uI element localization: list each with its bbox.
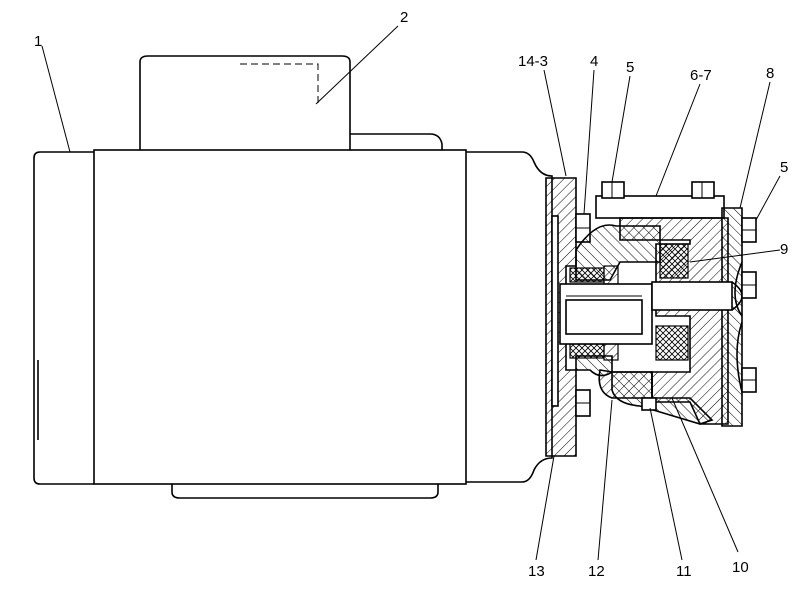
callout-6-7: 6-7 (690, 67, 712, 84)
callout-5-top: 5 (626, 59, 634, 76)
callout-14-3: 14-3 (518, 53, 548, 70)
flange-bolts (575, 213, 591, 417)
callout-2: 2 (400, 9, 408, 26)
callout-9: 9 (780, 241, 788, 258)
callout-8: 8 (766, 65, 774, 82)
callout-13: 13 (528, 563, 545, 580)
callout-5-right: 5 (780, 159, 788, 176)
callout-10: 10 (732, 559, 749, 576)
pump-body (595, 195, 743, 427)
callout-4: 4 (590, 53, 598, 70)
callout-12: 12 (588, 563, 605, 580)
pump-bolts (601, 181, 757, 411)
motor-shaft (559, 283, 653, 345)
terminal-box (139, 55, 443, 150)
leader-lines (41, 25, 781, 561)
shaft-seals (569, 265, 619, 361)
motor-body (33, 149, 553, 499)
callout-11: 11 (676, 563, 692, 580)
callout-1: 1 (34, 33, 42, 50)
callout-labels: 1 2 14-3 4 5 6-7 8 5 9 13 12 11 10 (34, 9, 788, 580)
